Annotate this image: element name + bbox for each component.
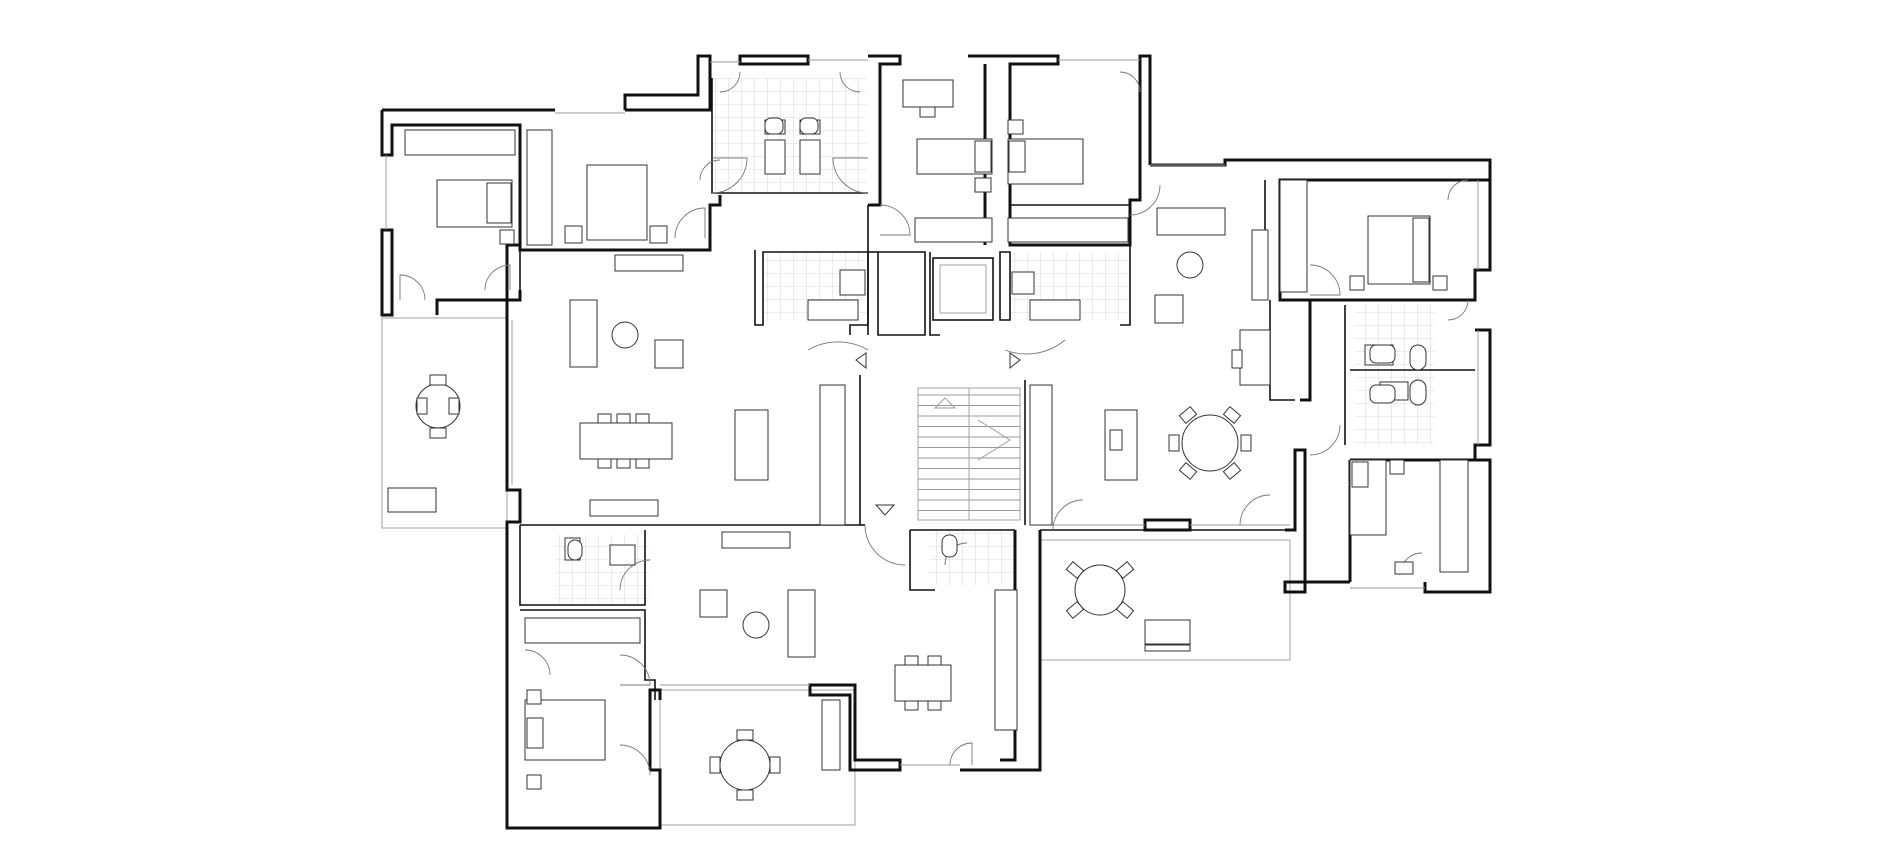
furniture-west xyxy=(387,129,846,526)
furniture-south xyxy=(524,531,1018,801)
stair-core xyxy=(855,352,1021,521)
furniture-east xyxy=(1029,179,1469,652)
exterior-walls xyxy=(380,54,1492,830)
doors xyxy=(399,71,1469,776)
bath-east xyxy=(1355,305,1435,445)
bath-north xyxy=(712,78,867,193)
interior-walls xyxy=(519,78,1475,700)
bath-fixtures xyxy=(567,117,1427,561)
elevator xyxy=(932,257,994,321)
bathrooms xyxy=(555,78,1435,605)
